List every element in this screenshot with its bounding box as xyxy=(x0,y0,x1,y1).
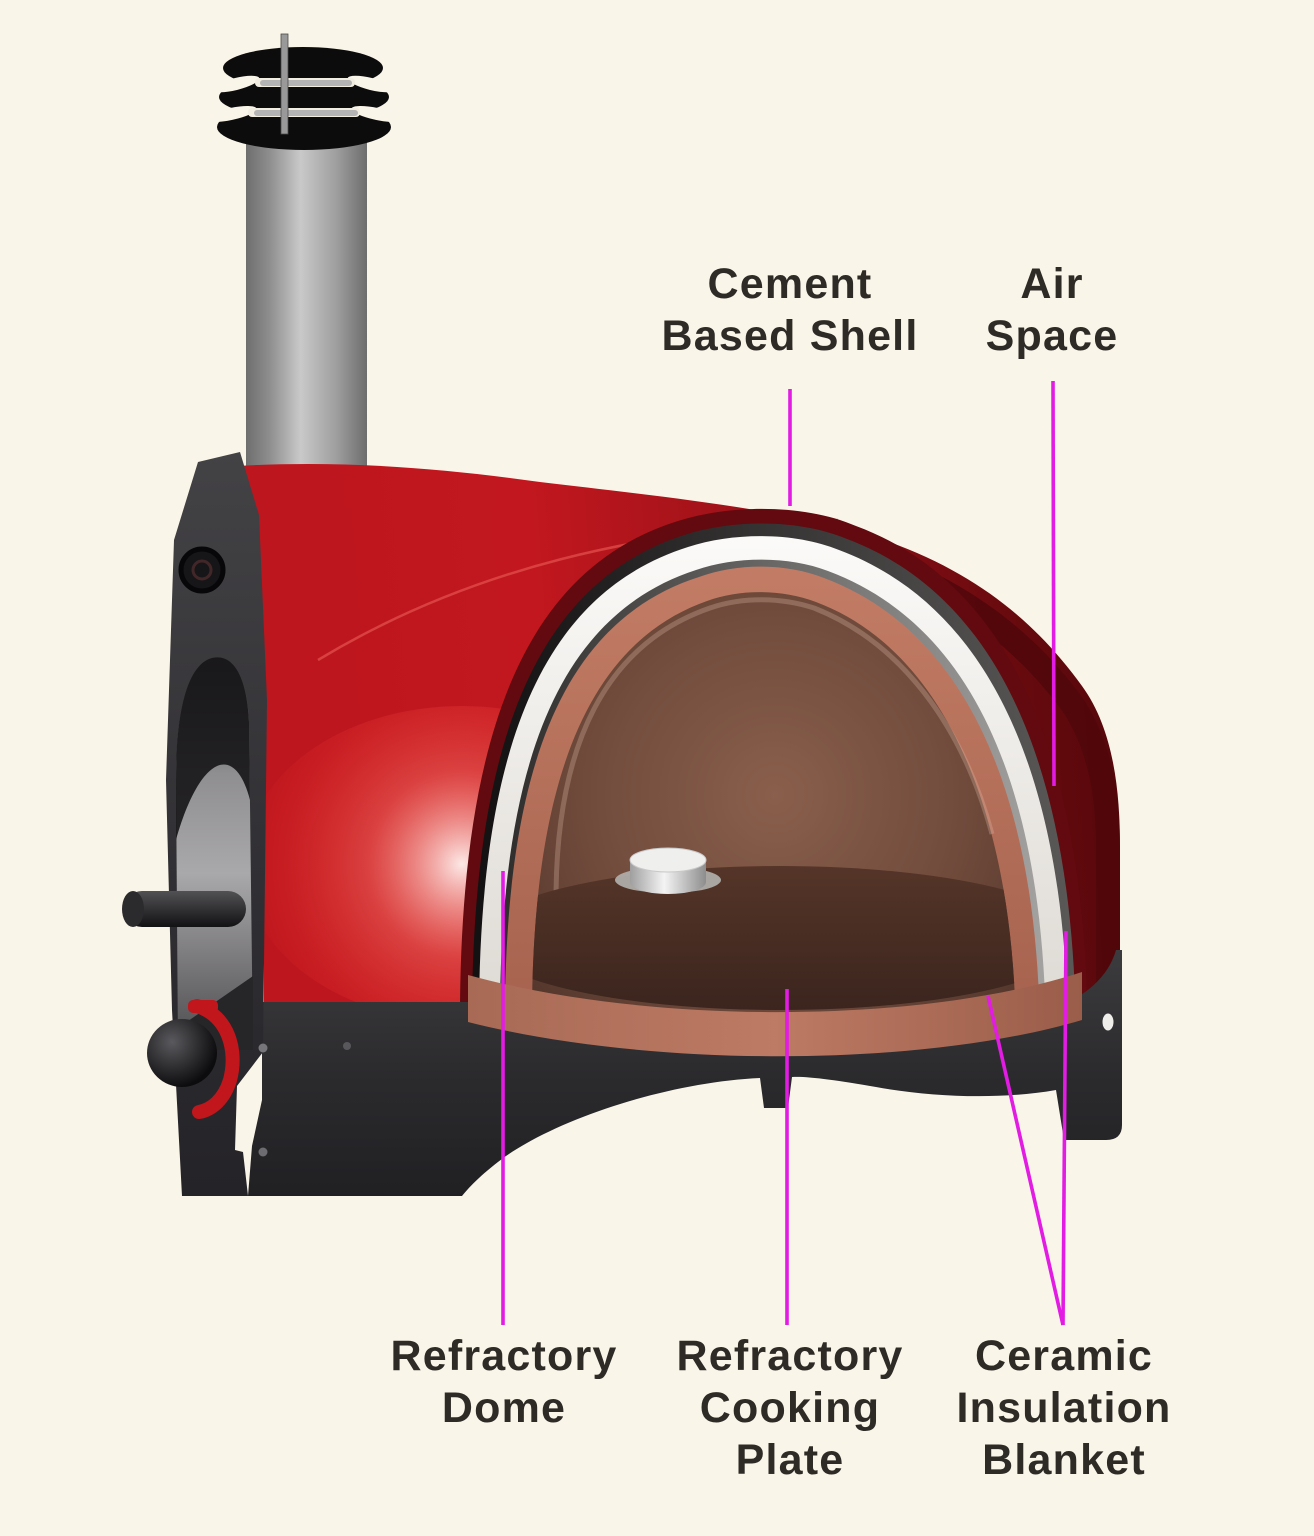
vent-knob-top xyxy=(629,847,707,873)
label-line: Cement xyxy=(707,260,873,308)
label-line: Blanket xyxy=(982,1436,1146,1484)
refractory-cooking-plate-edge xyxy=(468,972,1082,1057)
chimney-cap-rod xyxy=(280,33,289,135)
callout-lines xyxy=(501,380,1068,1326)
callout-line-air-space xyxy=(1051,380,1056,787)
label-line: Refractory xyxy=(676,1332,904,1380)
oven-base xyxy=(248,950,1122,1196)
label-refractory-cooking-plate: Refractory Cooking Plate xyxy=(676,1330,903,1486)
callout-line-ceramic-blanket-vertical xyxy=(1061,930,1068,1326)
label-line: Plate xyxy=(735,1436,845,1484)
caster-wheel xyxy=(147,999,240,1119)
chimney-rain-cap xyxy=(205,47,403,150)
bolt-dot-upper xyxy=(258,1043,268,1053)
wheel-bracket-mount xyxy=(188,1000,218,1013)
chimney xyxy=(205,33,403,472)
label-line: Based Shell xyxy=(661,312,919,360)
wheel-red-bracket xyxy=(190,999,240,1119)
callout-line-ceramic-blanket-diagonal xyxy=(986,995,1065,1326)
label-line: Dome xyxy=(441,1384,567,1432)
door-handle xyxy=(122,891,246,927)
cooking-floor xyxy=(531,866,1016,1010)
label-line: Space xyxy=(985,312,1119,360)
label-air-space: Air Space xyxy=(986,258,1119,362)
bolt-hole-right xyxy=(1102,1013,1114,1031)
vent-knob xyxy=(629,847,707,894)
interior-rim-light xyxy=(553,597,995,901)
label-refractory-dome: Refractory Dome xyxy=(390,1330,617,1434)
label-cement-based-shell: Cement Based Shell xyxy=(662,258,919,362)
bolt-dot-mid xyxy=(343,1042,351,1050)
wheel-tire xyxy=(147,1019,217,1087)
label-line: Refractory xyxy=(390,1332,618,1380)
label-ceramic-insulation-blanket: Ceramic Insulation Blanket xyxy=(956,1330,1171,1486)
base-skirt xyxy=(248,950,1122,1196)
cutaway-layers xyxy=(459,508,1089,1037)
label-line: Insulation xyxy=(956,1384,1172,1432)
label-line: Cooking xyxy=(699,1384,881,1432)
oven-mouth-top-shadow xyxy=(176,657,250,840)
bolt-dot-lower xyxy=(258,1147,268,1157)
chimney-pipe xyxy=(246,120,367,472)
brand-emblem xyxy=(178,546,226,594)
label-line: Air xyxy=(1020,260,1084,308)
front-frame xyxy=(122,452,1114,1196)
label-line: Ceramic xyxy=(974,1332,1154,1380)
cooking-plate-surface xyxy=(531,866,1016,1010)
